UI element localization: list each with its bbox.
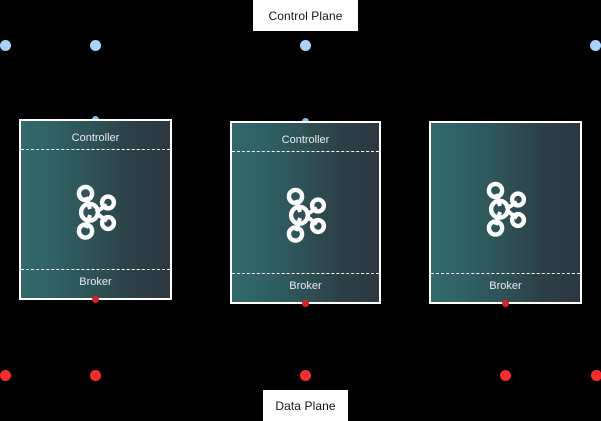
control-plane-endpoint-dot-4[interactable]: [590, 40, 601, 51]
node-2-data-port-dot[interactable]: [302, 300, 309, 307]
node-1-controller-label: Controller: [71, 132, 120, 144]
node-2-broker-label: Broker: [289, 280, 322, 292]
node-2-broker-divider: [232, 273, 379, 274]
node-3-broker-label: Broker: [489, 280, 522, 292]
node-1-broker-divider: [21, 269, 170, 270]
kafka-icon: [72, 183, 120, 241]
control-plane-endpoint-dot-3[interactable]: [300, 40, 311, 51]
data-plane-endpoint-dot-3[interactable]: [300, 370, 311, 381]
node-3-data-port-dot[interactable]: [502, 300, 509, 307]
node-panel-1[interactable]: Controller Broker: [19, 119, 172, 300]
node-3-broker-divider: [431, 273, 580, 274]
data-plane-endpoint-dot-2[interactable]: [90, 370, 101, 381]
control-plane-endpoint-dot-2[interactable]: [90, 40, 101, 51]
node-2-controller-label: Controller: [281, 134, 330, 146]
kafka-icon: [282, 186, 330, 244]
data-plane-endpoint-dot-5[interactable]: [591, 370, 601, 381]
node-panel-2[interactable]: Controller Broker: [230, 121, 381, 304]
node-panel-3[interactable]: Broker: [429, 121, 582, 304]
node-1-controller-divider: [21, 149, 170, 150]
node-1-data-port-dot[interactable]: [92, 296, 99, 303]
node-2-controller-divider: [232, 151, 379, 152]
control-plane-label: Control Plane: [253, 0, 358, 31]
data-plane-endpoint-dot-4[interactable]: [500, 370, 511, 381]
node-1-broker-label: Broker: [79, 276, 112, 288]
kafka-icon: [482, 180, 530, 238]
data-plane-endpoint-dot-1[interactable]: [0, 370, 11, 381]
data-plane-label: Data Plane: [263, 390, 348, 421]
control-plane-endpoint-dot-1[interactable]: [0, 40, 11, 51]
